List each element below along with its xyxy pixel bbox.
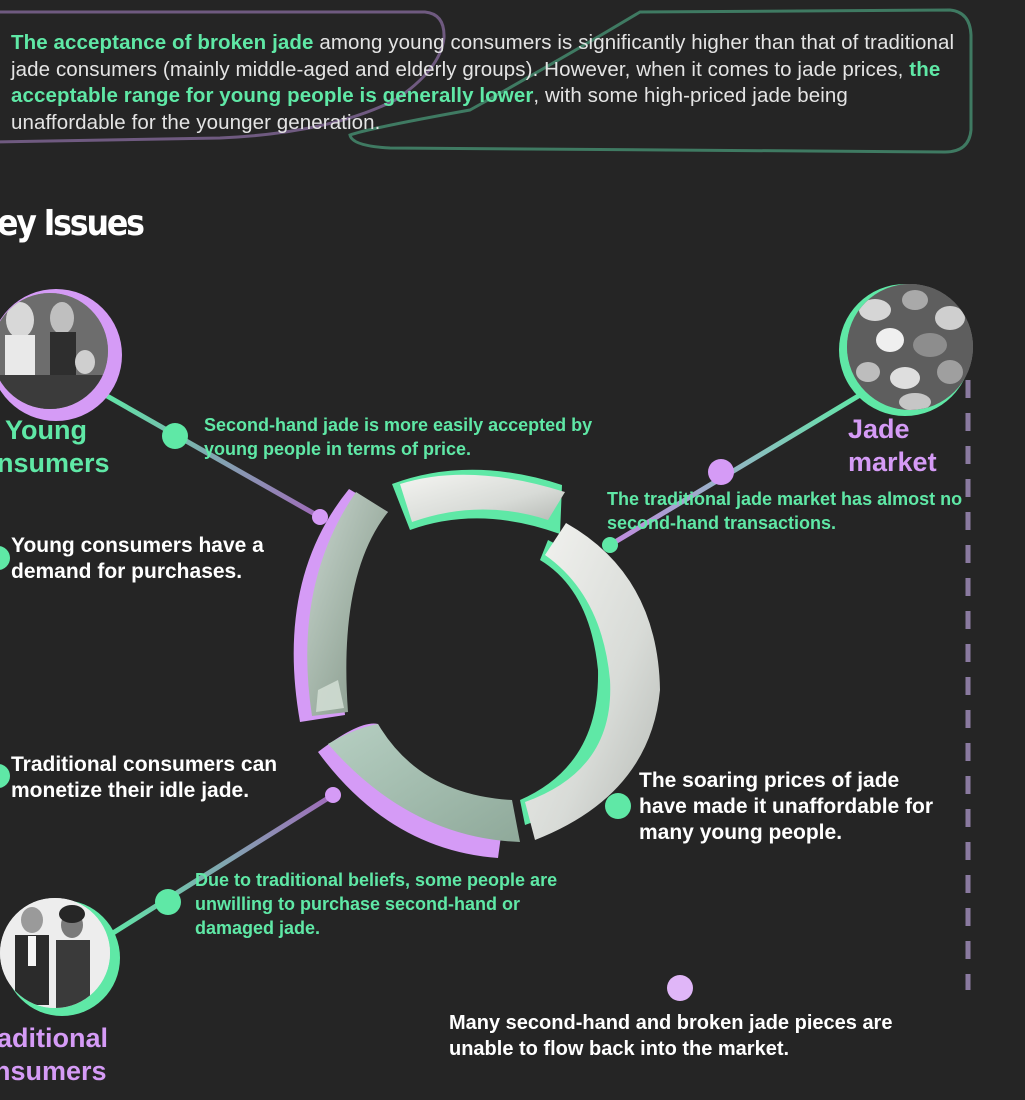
young-consumers-label-line1: Young	[5, 415, 87, 445]
dot-traditional-ring	[325, 787, 341, 803]
dot-demand	[0, 546, 10, 570]
note-soaring-prices: The soaring prices of jade have made it …	[639, 769, 934, 844]
dot-market-line	[708, 459, 734, 485]
traditional-consumers-label-line1: aditional	[0, 1023, 109, 1053]
dot-traditional-line	[155, 889, 181, 915]
dot-soaring	[605, 793, 631, 819]
note-secondhand-price: Second-hand jade is more easily accepted…	[204, 415, 593, 459]
jade-market-label-line1: Jade	[848, 414, 910, 444]
dot-monetize	[0, 764, 10, 788]
connector-young	[98, 389, 322, 520]
dot-young-line	[162, 423, 188, 449]
connector-traditional	[103, 792, 335, 941]
note-flow-back: Many second-hand and broken jade pieces …	[449, 1012, 893, 1060]
dot-young-ring	[312, 509, 328, 525]
jade-market-photo	[839, 284, 973, 416]
broken-jade-bangle	[293, 469, 660, 858]
jade-market-label: Jade market	[848, 413, 937, 479]
traditional-consumers-label: aditional nsumers	[0, 1022, 108, 1088]
intro-frame-green	[348, 8, 973, 154]
young-consumers-label-line2: nsumers	[0, 448, 110, 478]
note-no-secondhand: The traditional jade market has almost n…	[607, 489, 963, 533]
young-consumers-photo	[0, 289, 122, 421]
note-traditional-beliefs: Due to traditional beliefs, some people …	[195, 870, 558, 938]
section-heading: ey Issues	[0, 203, 145, 244]
intro-frame-purple	[0, 10, 446, 144]
traditional-consumers-photo	[0, 898, 120, 1016]
connector-market	[608, 389, 867, 548]
intro-highlight-price-range: the acceptable range for young people is…	[11, 57, 941, 108]
intro-text-1: among young consumers is significantly h…	[11, 31, 955, 81]
note-young-demand: Young consumers have a demand for purcha…	[11, 534, 264, 583]
traditional-consumers-label-line2: nsumers	[0, 1056, 107, 1086]
intro-highlight-acceptance: The acceptance of broken jade	[11, 31, 314, 54]
intro-text-2: , with some high-priced jade being unaff…	[11, 84, 848, 134]
dot-flow-back	[667, 975, 693, 1001]
dot-market-ring	[602, 537, 618, 553]
jade-market-label-line2: market	[848, 447, 937, 477]
young-consumers-label: Young nsumers	[0, 414, 110, 480]
note-monetize: Traditional consumers can monetize their…	[11, 753, 278, 802]
intro-paragraph: The acceptance of broken jade among youn…	[11, 30, 961, 136]
